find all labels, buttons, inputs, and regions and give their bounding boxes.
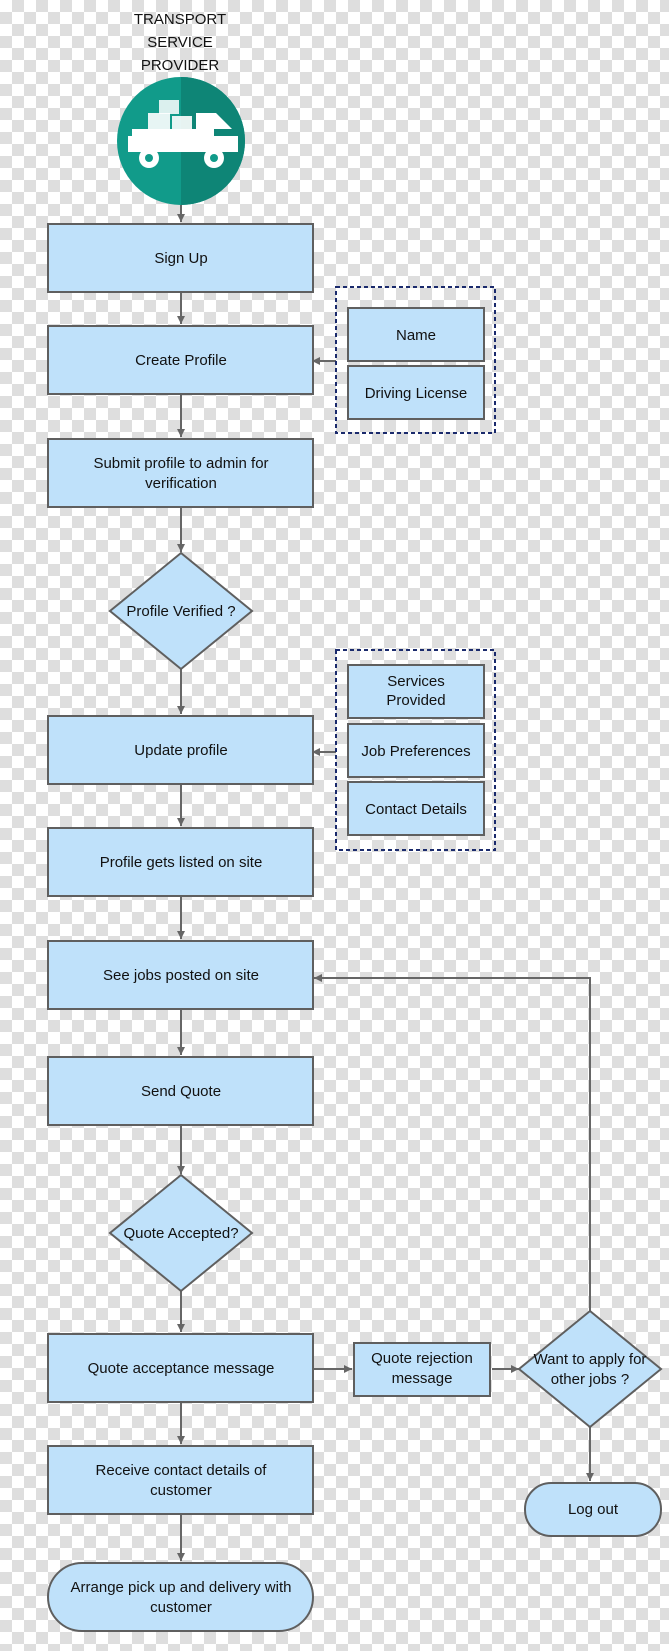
- quote-accepted-label: Quote Accepted?: [123, 1225, 238, 1242]
- arrange-pickup-label-2: customer: [150, 1599, 212, 1616]
- diagram-title: TRANSPORT SERVICE PROVIDER: [105, 8, 255, 77]
- driving-license-field-box: [347, 365, 485, 420]
- logout-terminal: [524, 1482, 662, 1537]
- contact-details-field-box: [347, 781, 485, 836]
- services-provided-label-2: Provided: [386, 692, 445, 709]
- title-line-1: TRANSPORT: [133, 11, 227, 28]
- signup-box: [47, 223, 314, 293]
- connectors: [177, 205, 594, 1561]
- want-apply-diamond: [517, 1309, 663, 1429]
- submit-profile-box: [47, 438, 314, 508]
- update-profile-box: [47, 715, 314, 785]
- quote-rejection-label-2: message: [392, 1370, 453, 1387]
- title-line-2: SERVICE: [147, 34, 213, 51]
- send-quote-label: Send Quote: [141, 1083, 221, 1100]
- update-fields-group: [335, 649, 496, 851]
- name-field-label: Name: [396, 327, 436, 344]
- arrow-want-apply-to-seejobs: [314, 974, 591, 1311]
- quote-acceptance-box: [47, 1333, 314, 1403]
- services-provided-label-1: Services: [387, 673, 445, 690]
- submit-profile-label-1: Submit profile to admin for: [93, 455, 268, 472]
- services-provided-field-box: [347, 664, 485, 719]
- want-apply-label-1: Want to apply for: [534, 1351, 647, 1368]
- job-preferences-label: Job Preferences: [361, 743, 470, 760]
- profile-listed-box: [47, 827, 314, 897]
- profile-listed-label: Profile gets listed on site: [100, 854, 263, 871]
- quote-accepted-diamond: [108, 1173, 254, 1293]
- arrange-pickup-label-1: Arrange pick up and delivery with: [71, 1579, 292, 1596]
- receive-contact-box: [47, 1445, 314, 1515]
- receive-contact-label-1: Receive contact details of: [96, 1462, 268, 1479]
- delivery-truck-icon: [117, 77, 245, 205]
- create-profile-box: [47, 325, 314, 395]
- contact-details-label: Contact Details: [365, 801, 467, 818]
- title-line-3: PROVIDER: [140, 57, 220, 74]
- shapes: [47, 223, 663, 1632]
- profile-verified-diamond: [108, 551, 254, 671]
- quote-rejection-label-1: Quote rejection: [371, 1350, 473, 1367]
- see-jobs-label: See jobs posted on site: [103, 967, 259, 984]
- receive-contact-label-2: customer: [150, 1482, 212, 1499]
- profile-verified-label: Profile Verified ?: [126, 603, 235, 620]
- signup-label: Sign Up: [154, 250, 207, 267]
- submit-profile-label-2: verification: [145, 475, 217, 492]
- quote-rejection-box: [353, 1342, 491, 1397]
- quote-acceptance-label: Quote acceptance message: [88, 1360, 275, 1377]
- logout-label: Log out: [568, 1501, 619, 1518]
- job-preferences-field-box: [347, 723, 485, 778]
- create-profile-label: Create Profile: [135, 352, 227, 369]
- driving-license-field-label: Driving License: [365, 385, 468, 402]
- labels: Sign Up Create Profile Submit profile to…: [71, 250, 647, 1616]
- want-apply-label-2: other jobs ?: [551, 1371, 629, 1388]
- send-quote-box: [47, 1056, 314, 1126]
- see-jobs-box: [47, 940, 314, 1010]
- name-field-box: [347, 307, 485, 362]
- arrange-pickup-terminal: [47, 1562, 314, 1632]
- profile-fields-group: [335, 286, 496, 434]
- update-profile-label: Update profile: [134, 742, 227, 759]
